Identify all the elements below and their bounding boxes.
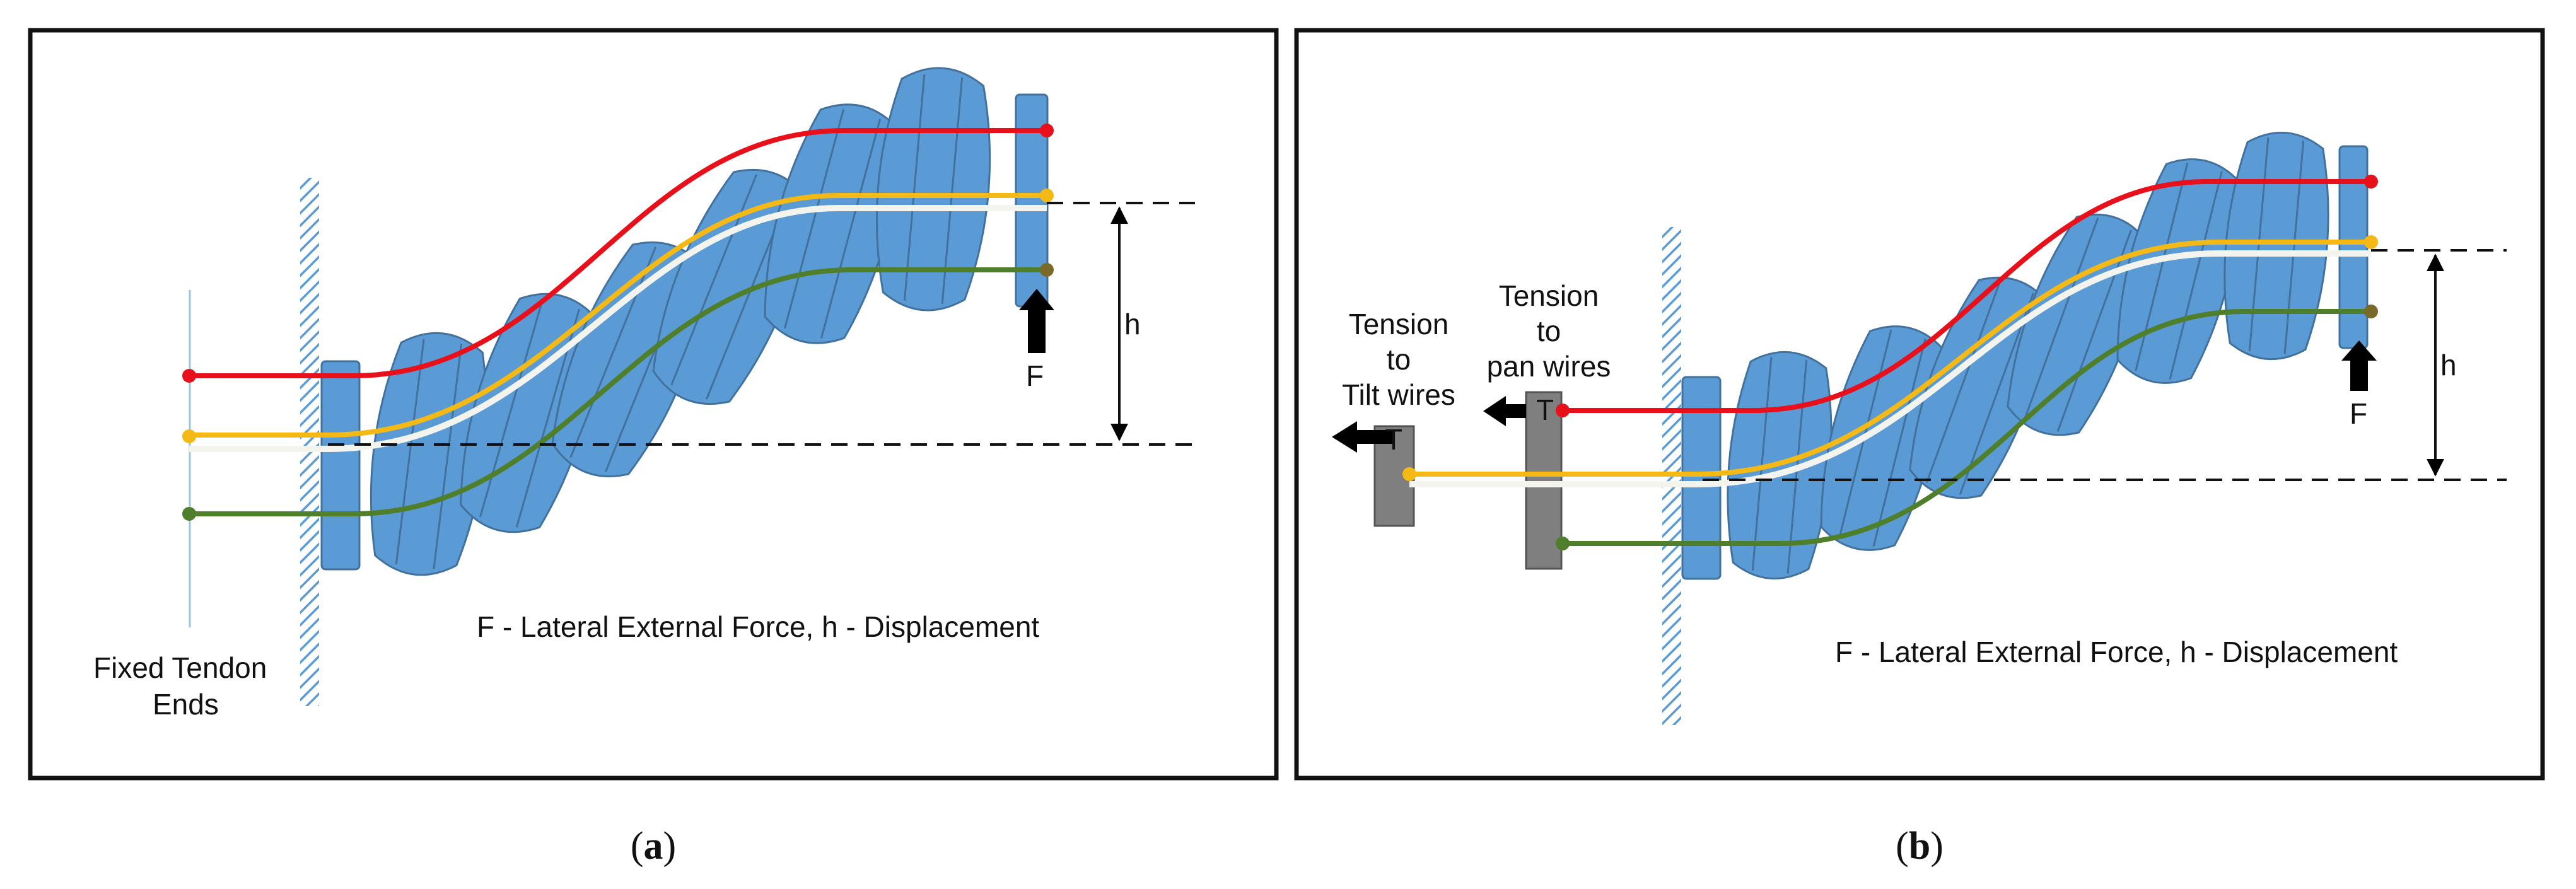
green-tendon-b [1561,309,2371,546]
white-core-tendon-a [189,205,1047,452]
h-label-a: h [1124,308,1141,340]
segment [2338,145,2369,349]
pan-label-2: to [1537,315,1561,347]
panel-b: h F T T Tension to Tilt wires Tension to… [1294,28,2545,868]
caption-b: (b) [1896,825,1944,868]
legend-text-b: F - Lateral External Force, h - Displace… [1835,636,2398,668]
pan-tension-block [1525,391,1563,570]
caption-a: (a) [631,825,676,868]
tilt-label-3: Tilt wires [1342,378,1455,411]
up-arrow-icon [1019,289,1054,353]
white-core-tendon-b [1409,250,2371,487]
red-tendon-a [189,128,1047,378]
pan-label-1: Tension [1499,279,1599,312]
yellow-tendon-a [189,193,1047,438]
yellow-tendon-b [1409,240,2371,477]
green-tendon-a [189,267,1047,516]
fixed-tendon-ends-label-2: Ends [153,688,219,721]
tendon-end-yellow-b [1402,467,1416,481]
h-label-b: h [2440,349,2457,381]
red-tendon-b [1561,179,2371,413]
f-label-a: F [1026,359,1044,392]
tendon-tip-green-b [2364,305,2378,318]
tendon-end-green-b [1556,537,1570,550]
t-label-pan: T [1536,393,1554,426]
legend-text-a: F - Lateral External Force, h - Displace… [477,610,1039,643]
tendon-end-red [182,369,196,383]
tilt-label-2: to [1387,343,1411,376]
tendon-end-yellow [182,429,196,443]
tendon-end-red-b [1556,404,1570,417]
t-label-tilt: T [1385,423,1402,456]
tendon-tip-green [1040,263,1054,277]
pan-label-3: pan wires [1487,350,1611,383]
tendon-tip-yellow-b [2364,235,2378,249]
left-arrow-icon [1483,396,1526,426]
tilt-label-1: Tension [1349,308,1449,340]
tendon-tip-red [1040,124,1054,137]
fixed-tendon-ends-label-1: Fixed Tendon [93,651,267,684]
hatched-wall-icon [300,178,319,706]
f-label-b: F [2350,397,2367,430]
tendon-end-green [182,507,196,521]
tendon-tip-red-b [2364,175,2378,189]
up-arrow-icon [2341,340,2377,391]
segment [1681,376,1722,580]
panel-a: h F Fixed Tendon Ends F - Lateral Extern… [28,28,1279,868]
left-arrow-icon [1332,421,1394,453]
tendon-tip-yellow [1040,189,1054,202]
segment [370,332,488,576]
segment [320,360,361,571]
